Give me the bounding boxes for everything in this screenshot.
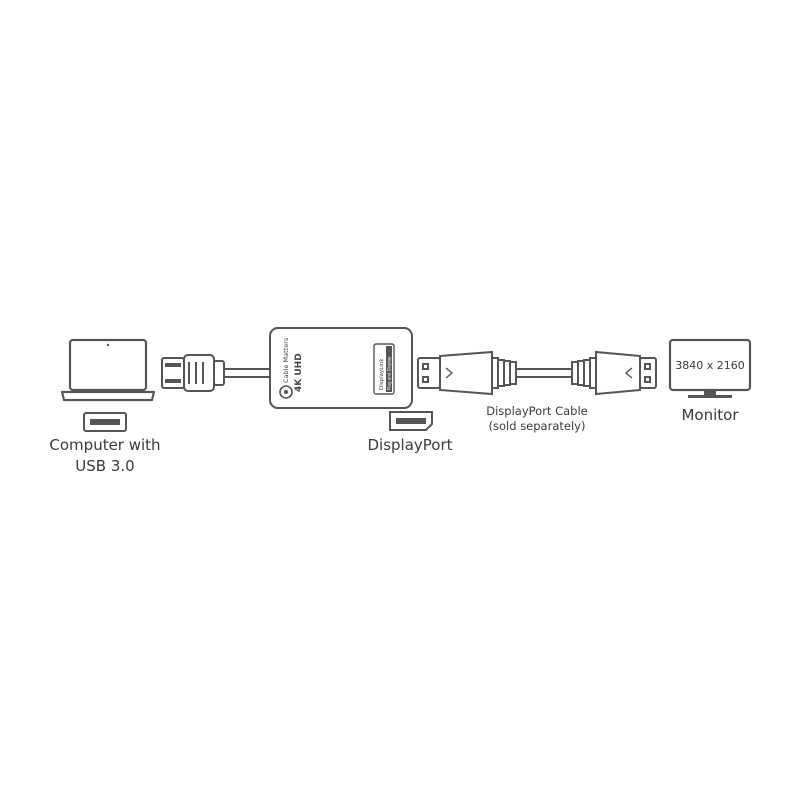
computer-label-line2: USB 3.0	[75, 457, 134, 475]
displaylink-badge-bottom: Plug and Display	[387, 356, 392, 390]
usb-plug-icon	[161, 354, 225, 392]
cable-label-line1: DisplayPort Cable	[486, 404, 588, 418]
monitor-label: Monitor	[681, 406, 739, 424]
adapter-brand: Cable Matters	[282, 337, 290, 383]
displayport-cable-icon	[417, 350, 657, 396]
monitor-icon	[668, 338, 752, 398]
computer-label-line1: Computer with	[49, 436, 160, 454]
brand-logo-icon	[279, 385, 293, 399]
adapter-model: 4K UHD	[294, 353, 304, 392]
displaylink-badge-top: DisplayLink	[379, 358, 385, 390]
laptop-icon	[60, 338, 156, 402]
adapter-device: Cable Matters 4K UHD DisplayLink Plug an…	[269, 327, 413, 409]
usb-port-icon	[83, 412, 127, 432]
displayport-port-icon	[389, 411, 433, 431]
monitor-resolution: 3840 x 2160	[675, 359, 745, 372]
usb-cable	[224, 368, 270, 378]
displaylink-badge: DisplayLink Plug and Display	[373, 343, 395, 395]
cable-label-line2: (sold separately)	[489, 419, 586, 433]
displayport-label: DisplayPort	[367, 436, 452, 454]
